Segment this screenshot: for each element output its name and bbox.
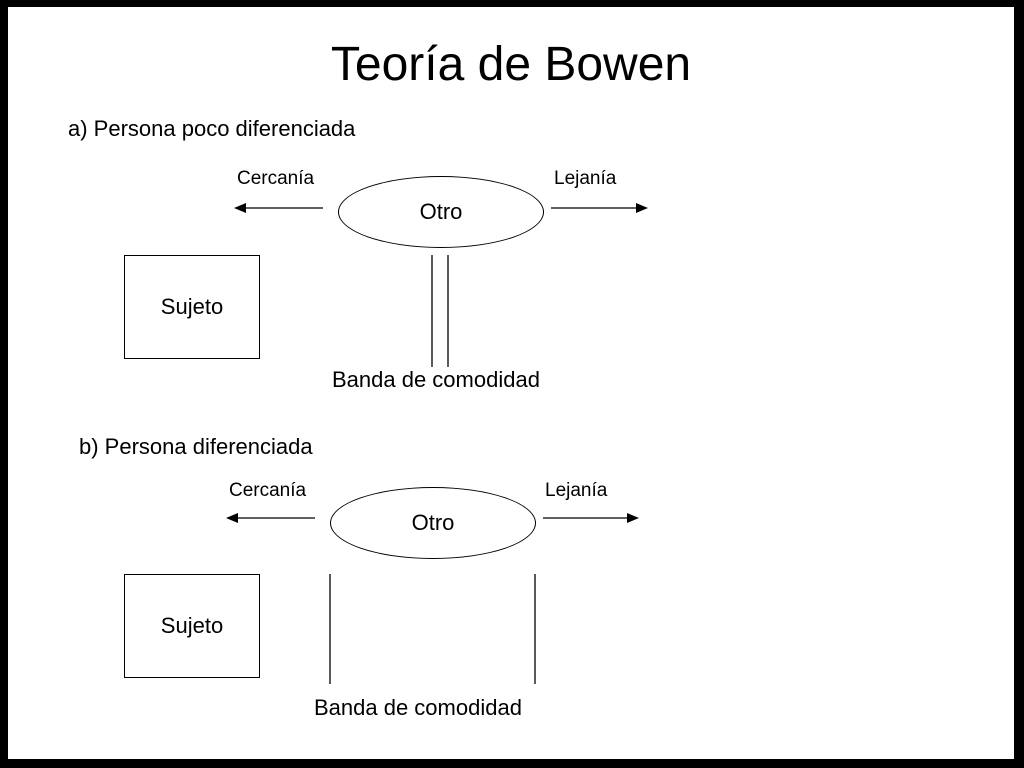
section-b-band-label: Banda de comodidad (314, 695, 522, 720)
section-b-other-label: Otro (411, 510, 455, 535)
section-a-subject-label: Sujeto (160, 294, 224, 319)
section-a-other-label: Otro (419, 199, 463, 224)
section-b-connectors (226, 513, 639, 684)
section-a-other-oval: Otro (338, 176, 544, 248)
section-b-closeness-arrowhead-icon (226, 513, 238, 523)
section-a-distance-arrowhead-icon (636, 203, 648, 213)
section-b-other-oval: Otro (330, 487, 536, 559)
section-a-closeness-arrowhead-icon (234, 203, 246, 213)
section-a-connectors (234, 203, 648, 367)
slide-title: Teoría de Bowen (330, 38, 692, 91)
section-a-distance-label: Lejanía (554, 168, 617, 189)
section-a-closeness-label: Cercanía (237, 168, 315, 189)
section-a-band-label: Banda de comodidad (332, 367, 540, 392)
section-b-distance-arrowhead-icon (627, 513, 639, 523)
section-b-closeness-label: Cercanía (229, 480, 307, 501)
section-b-subject-label: Sujeto (160, 613, 224, 638)
section-a-subject-box: Sujeto (124, 255, 260, 359)
section-b-subject-box: Sujeto (124, 574, 260, 678)
section-b-distance-label: Lejanía (545, 480, 608, 501)
slide: Teoría de Bowen a) Persona poco diferenc… (8, 7, 1014, 759)
section-a-heading: a) Persona poco diferenciada (68, 116, 356, 141)
section-b-heading: b) Persona diferenciada (79, 434, 313, 459)
